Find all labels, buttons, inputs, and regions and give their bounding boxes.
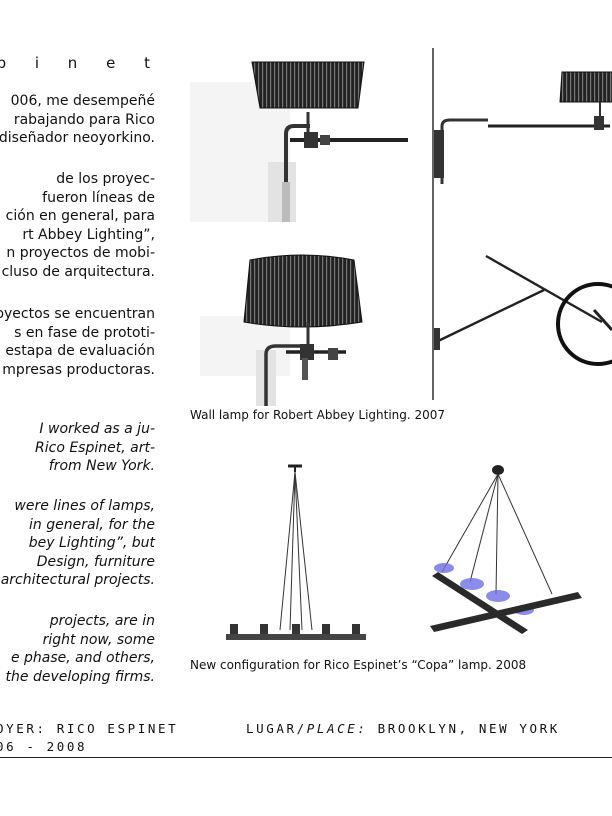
wall-lamp-caption: Wall lamp for Robert Abbey Lighting. 200… [190, 408, 446, 422]
spanish-paragraph-2: de los proyec- fueron líneas de ción en … [1, 171, 155, 280]
footer-dates: 06 - 2008 [0, 739, 88, 754]
english-paragraph-1: I worked as a ju- Rico Espinet, art- fro… [35, 421, 155, 475]
footer-place: LUGAR/PLACE: BROOKLYN, NEW YORK [246, 721, 560, 736]
footer-rule [0, 757, 612, 758]
spanish-paragraph-1: 006, me desempeñé rabajando para Rico di… [0, 93, 155, 147]
copa-lamp-render-1 [226, 464, 366, 640]
copa-lamp-render-2 [430, 465, 582, 634]
spanish-paragraph-3: oyectos se encuentran s en fase de proto… [0, 306, 155, 378]
english-paragraph-2: were lines of lamps, in general, for the… [0, 498, 155, 589]
copa-caption: New configuration for Rico Espinet’s “Co… [190, 658, 527, 672]
wall-lamp-render-4 [434, 254, 612, 366]
name-heading: s p i n e t [0, 54, 162, 72]
wall-lamp-render-3 [200, 254, 363, 406]
wall-lamp-render-2 [434, 71, 612, 184]
english-paragraph-3: projects, are in right now, some e phase… [5, 613, 155, 685]
wall-lamp-render-1 [190, 61, 408, 222]
footer-employer: OYER: RICO ESPINET [0, 721, 179, 736]
